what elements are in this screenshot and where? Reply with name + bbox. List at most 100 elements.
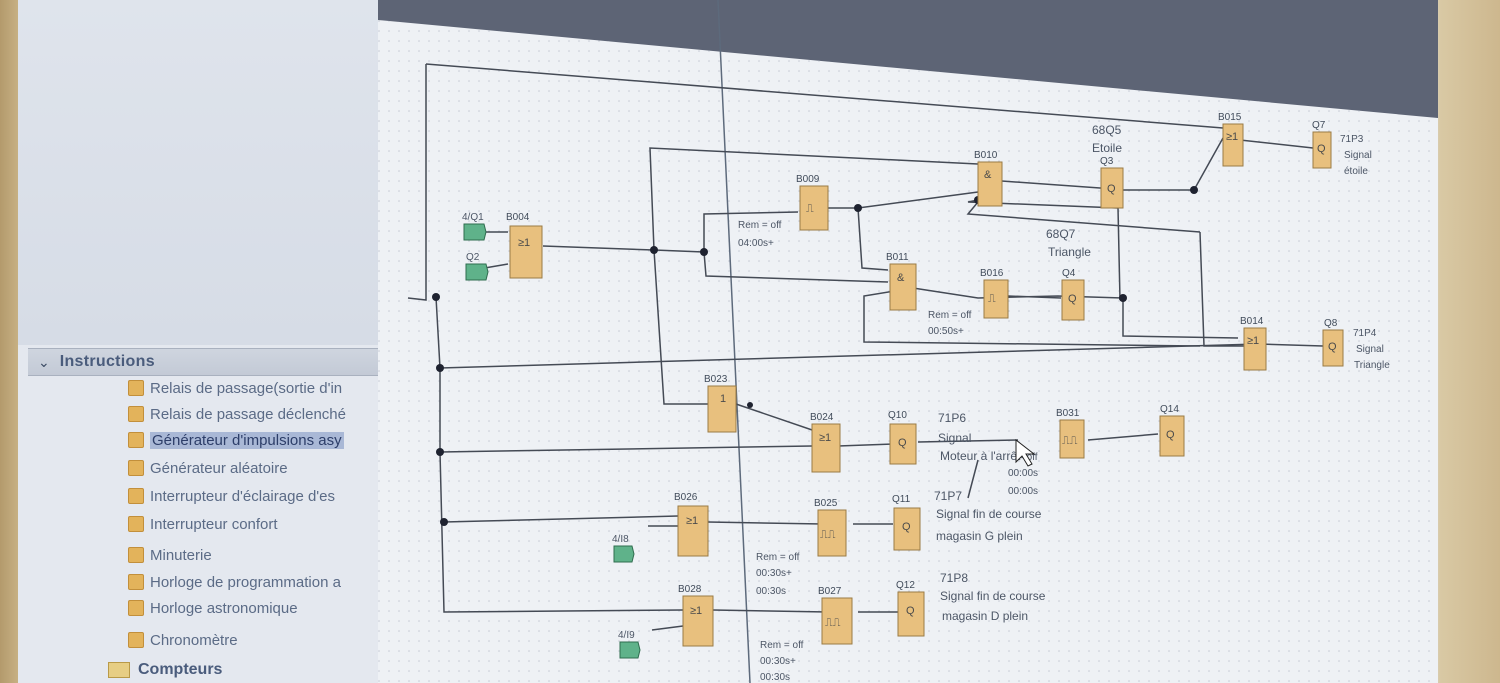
list-item-label: Chronomètre [150, 631, 238, 649]
block-label: B010 [974, 150, 998, 161]
block-b009[interactable]: B009 ⎍ Rem = off 04:00s+ [738, 174, 829, 249]
list-item[interactable]: Relais de passage déclenché [128, 402, 346, 426]
block-symbol: & [897, 272, 905, 284]
block-label: B004 [506, 212, 530, 223]
param-rem: Rem = off [760, 640, 804, 651]
input-terminal[interactable]: 4/I8 [612, 534, 635, 563]
output-desc: étoile [1344, 166, 1368, 177]
block-symbol: 1 [720, 393, 726, 405]
panel-upper-area [18, 0, 390, 345]
output-tag: 71P3 [1340, 134, 1364, 145]
output-q8[interactable]: Q Q8 71P4 Signal Triangle [1322, 318, 1390, 371]
instructions-panel: ⌄ Instructions Relais de passage(sortie … [18, 0, 402, 683]
output-symbol: Q [1328, 341, 1337, 353]
instructions-header[interactable]: ⌄ Instructions [28, 348, 388, 376]
block-symbol: ≥1 [1247, 335, 1259, 347]
input-terminal[interactable]: 4/I9 [618, 630, 641, 659]
input-label: 4/I8 [612, 534, 629, 545]
block-label: B026 [674, 492, 698, 503]
list-item-label: Horloge de programmation a [150, 573, 341, 591]
block-b024[interactable]: B024 ≥1 [810, 412, 841, 473]
output-label: Q10 [888, 410, 907, 421]
list-item[interactable]: Horloge de programmation a [128, 570, 341, 594]
output-symbol: Q [1317, 143, 1326, 155]
output-symbol: Q [906, 605, 915, 617]
mouse-pointer-icon [1015, 438, 1036, 467]
output-desc: Triangle [1048, 245, 1091, 259]
block-symbol: & [984, 169, 992, 181]
block-b014[interactable]: B014 ≥1 [1240, 316, 1267, 371]
block-symbol: ≥1 [819, 432, 831, 444]
list-item-label: Interrupteur d'éclairage d'es [150, 487, 336, 505]
input-terminal[interactable]: 4/Q1 [462, 212, 487, 241]
block-label: B024 [810, 412, 834, 423]
block-label: B027 [818, 586, 842, 597]
list-item-selected[interactable]: Générateur d'impulsions asy [128, 428, 344, 452]
output-q3[interactable]: Q Q3 68Q5 Etoile [1092, 123, 1124, 209]
output-q12[interactable]: Q Q12 71P8 Signal fin de course magasin … [896, 571, 1046, 637]
input-label: Q2 [466, 252, 480, 263]
block-b011[interactable]: B011 & [886, 252, 917, 311]
param-time: 00:30s+ [760, 656, 796, 667]
block-b010[interactable]: B010 & [974, 150, 1003, 207]
input-terminal[interactable]: Q2 [465, 252, 489, 281]
diagram-canvas-frame: 4/Q1 Q2 4/I8 4/I9 B004 ≥1 B00 [378, 0, 1438, 683]
output-label: Q8 [1324, 318, 1338, 329]
random-generator-icon [128, 460, 144, 476]
block-b023[interactable]: B023 1 [704, 374, 737, 433]
split-line [717, 0, 751, 683]
output-desc: Triangle [1354, 360, 1390, 371]
instructions-list: Relais de passage(sortie d'in Relais de … [128, 376, 390, 676]
list-item[interactable]: Interrupteur d'éclairage d'es [128, 484, 335, 508]
list-item[interactable]: Chronomètre [128, 628, 238, 652]
block-b027[interactable]: B027 ⎍⎍ Rem = off 00:30s+ 00:30s [760, 586, 853, 683]
block-symbol: ≥1 [686, 515, 698, 527]
list-item-label: Générateur d'impulsions asy [150, 431, 344, 449]
block-b015[interactable]: B015 ≥1 [1218, 112, 1244, 167]
logic-diagram[interactable]: 4/Q1 Q2 4/I8 4/I9 B004 ≥1 B00 [378, 0, 1438, 683]
param-time: 00:30s [760, 672, 790, 683]
list-item[interactable]: Minuterie [128, 543, 212, 567]
pulse-generator-icon [128, 432, 144, 448]
output-q7[interactable]: Q Q7 71P3 Signal étoile [1312, 120, 1372, 177]
block-symbol: ≥1 [1226, 131, 1238, 143]
block-label: B011 [886, 252, 909, 263]
comfort-switch-icon [128, 516, 144, 532]
output-label: Q11 [892, 494, 911, 505]
output-q14[interactable]: Q Q14 [1159, 404, 1185, 457]
block-label: B023 [704, 374, 728, 385]
folder-compteurs[interactable]: Compteurs [108, 658, 222, 682]
block-b025[interactable]: B025 ⎍⎍ Rem = off 00:30s+ 00:30s [756, 498, 847, 597]
list-item[interactable]: Relais de passage(sortie d'in [128, 376, 342, 400]
output-q4[interactable]: Q Q4 68Q7 Triangle [1046, 227, 1091, 321]
list-item-label: Minuterie [150, 546, 212, 564]
instructions-title: Instructions [59, 353, 155, 370]
output-label: Q14 [1160, 404, 1179, 415]
param-time: 00:00s [1008, 486, 1038, 497]
block-b004[interactable]: B004 ≥1 [506, 212, 543, 279]
list-item[interactable]: Générateur aléatoire [128, 456, 288, 480]
block-b028[interactable]: B028 ≥1 [678, 584, 714, 647]
output-symbol: Q [898, 437, 907, 449]
param-time: 00:30s+ [756, 568, 792, 579]
block-symbol: ≥1 [690, 605, 702, 617]
param-time: 00:00s [1008, 468, 1038, 479]
param-rem: Rem = off [928, 310, 972, 321]
output-label: Q3 [1100, 156, 1114, 167]
output-desc: magasin D plein [942, 609, 1028, 623]
list-item[interactable]: Interrupteur confort [128, 512, 278, 536]
block-b016[interactable]: B016 ⎍ Rem = off 00:50s+ [928, 268, 1009, 337]
output-tag: 68Q7 [1046, 227, 1076, 241]
chevron-down-icon[interactable]: ⌄ [38, 353, 50, 370]
output-q11[interactable]: Q Q11 71P7 Signal fin de course magasin … [892, 489, 1042, 551]
block-b026[interactable]: B026 ≥1 [674, 492, 709, 557]
output-desc: Signal [1344, 150, 1372, 161]
output-q10[interactable]: Q Q10 71P6 Signal Moteur à l'arrêt [888, 410, 1021, 465]
param-rem: Rem = off [738, 220, 782, 231]
output-symbol: Q [1068, 293, 1077, 305]
list-item-label: Horloge astronomique [150, 599, 298, 617]
output-tag: 71P8 [940, 571, 968, 585]
list-item[interactable]: Horloge astronomique [128, 596, 298, 620]
block-b031[interactable]: B031 ⎍⎍ = off 00:00s 00:00s [1008, 408, 1085, 497]
output-desc: Signal [1356, 344, 1384, 355]
